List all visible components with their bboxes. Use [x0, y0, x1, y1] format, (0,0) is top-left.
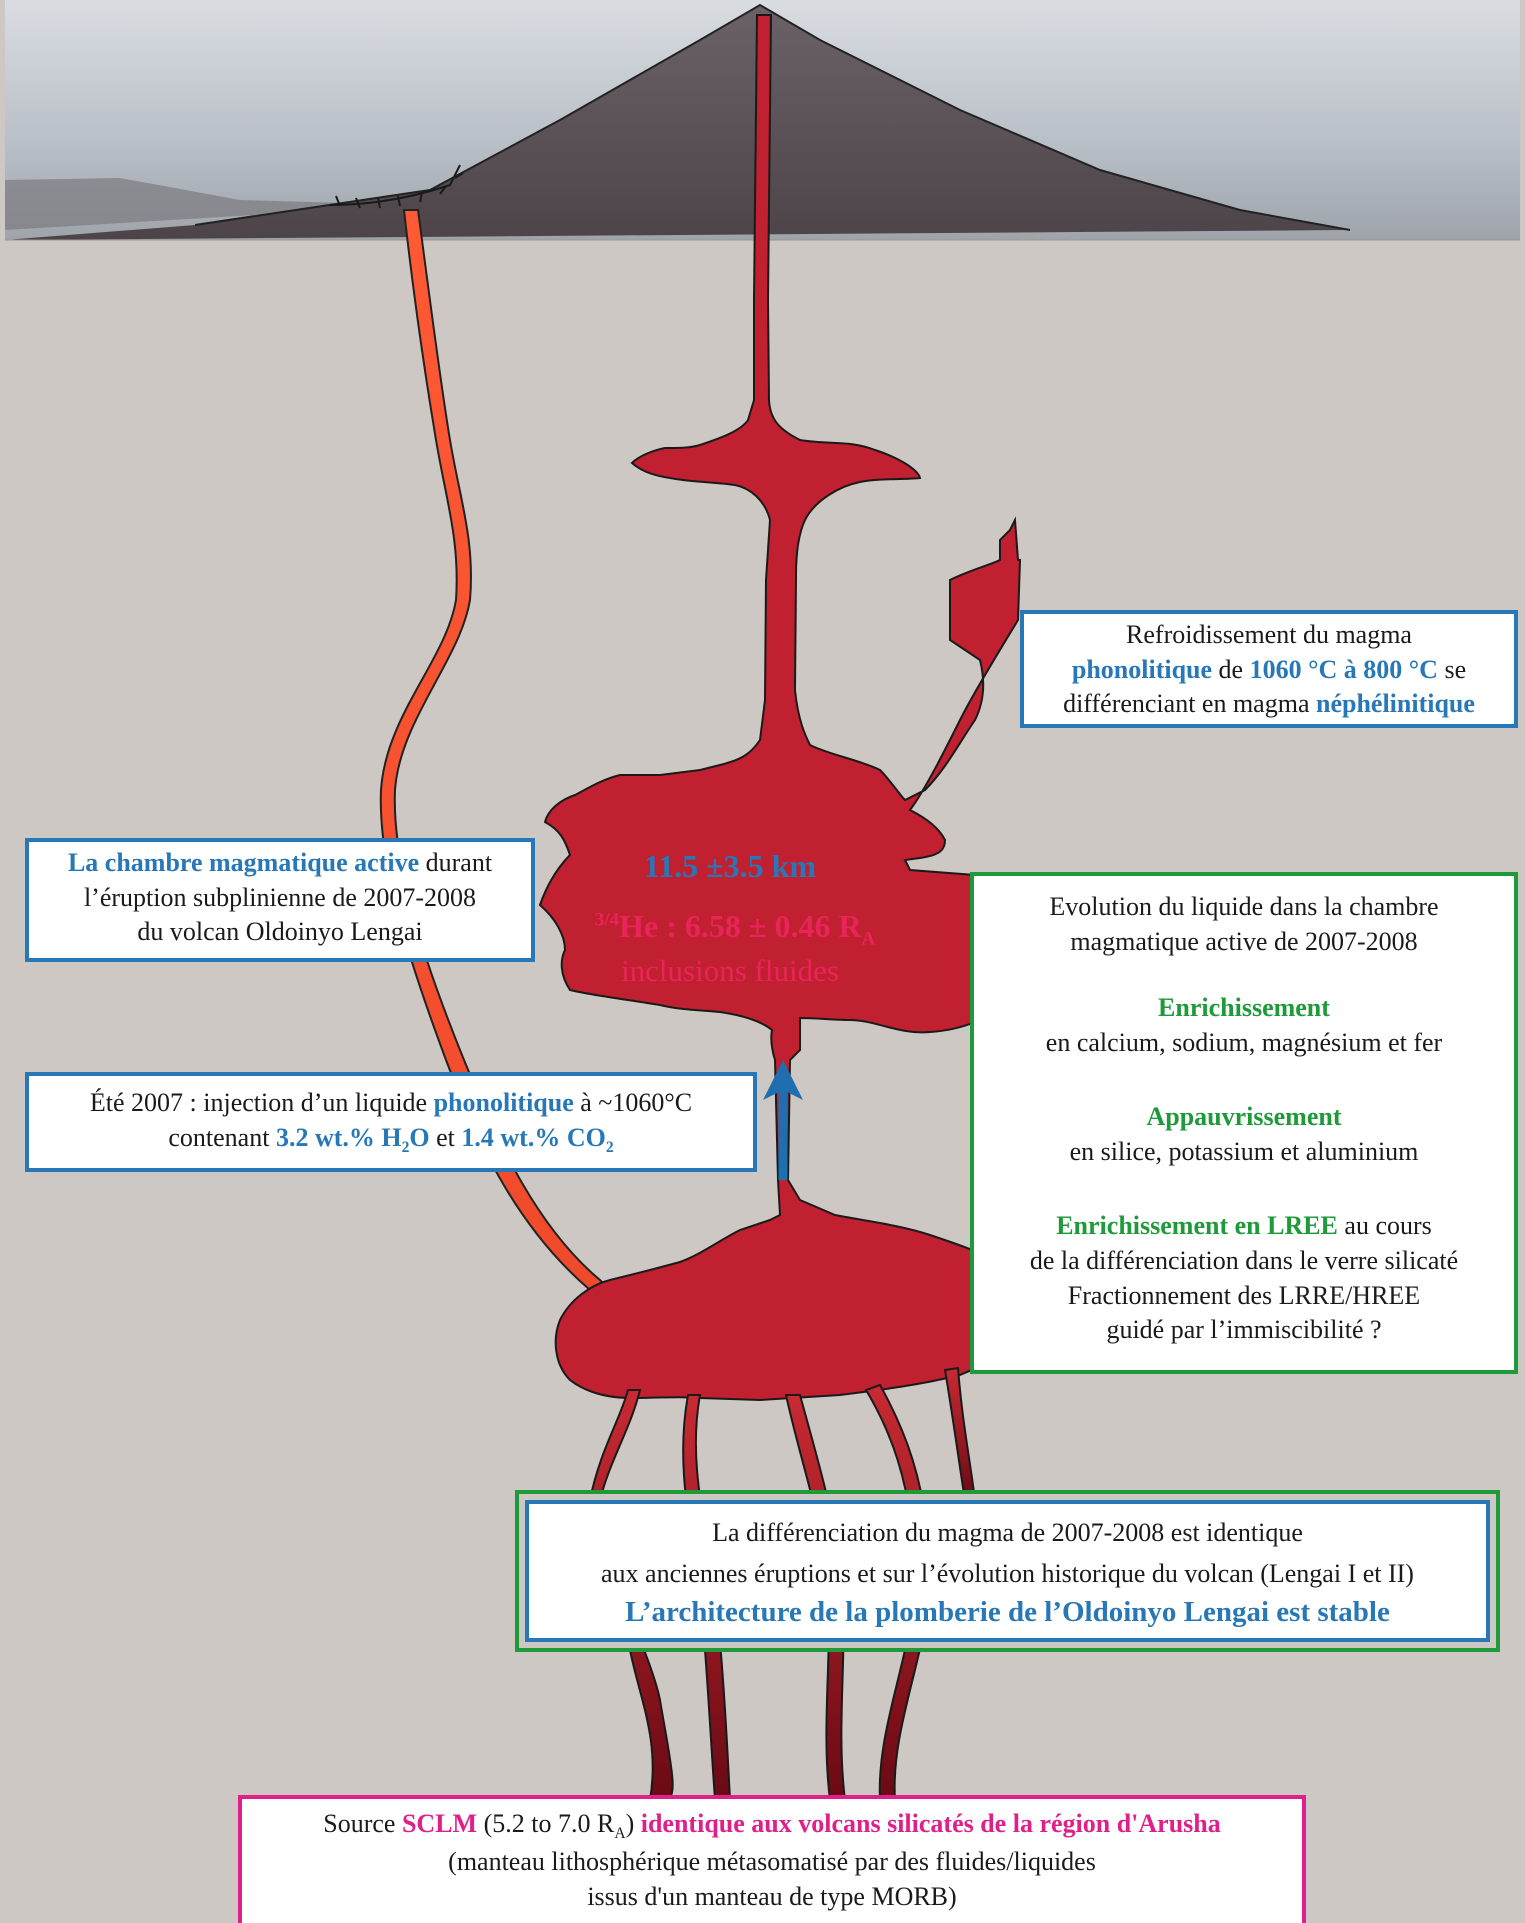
enrichment-heading: Enrichissement: [1158, 993, 1330, 1023]
word-se: se: [1437, 654, 1467, 684]
cooling-line1: Refroidissement du magma: [1126, 620, 1412, 649]
helium-isotope-prefix: 3/4: [594, 909, 620, 931]
depletion-heading: Appauvrissement: [1146, 1102, 1342, 1132]
lree-line4: guidé par l’immiscibilité ?: [1106, 1315, 1382, 1345]
volcano-silhouette: [5, 5, 1350, 240]
stability-line2: aux anciennes éruptions et sur l’évoluti…: [601, 1558, 1414, 1588]
source-word: Source: [323, 1809, 402, 1838]
et-text: et: [429, 1122, 462, 1152]
stability-box: La différenciation du magma de 2007-2008…: [515, 1490, 1500, 1652]
source-box: Source SCLM (5.2 to 7.0 RA) identique au…: [238, 1795, 1306, 1923]
ra-range-a: (5.2 to 7.0 R: [477, 1809, 615, 1838]
inclusions-text: inclusions fluides: [621, 953, 839, 988]
lree-line3: Fractionnement des LRRE/HREE: [1067, 1280, 1421, 1310]
chamber-rest: durant: [419, 848, 493, 877]
injection-box: Été 2007 : injection d’un liquide phonol…: [25, 1072, 757, 1172]
co2-sub: 2: [605, 1138, 614, 1156]
injection-line1: Été 2007 : injection d’un liquide phonol…: [29, 1086, 753, 1121]
evolution-title2: magmatique active de 2007-2008: [1070, 926, 1418, 956]
injection-prefix: Été 2007 : injection d’un liquide: [89, 1088, 434, 1117]
crater-ticks: [335, 172, 464, 209]
h2o-a: 3.2 wt.% H: [275, 1122, 402, 1152]
h2o-b: O: [409, 1122, 430, 1152]
lree-line1: Enrichissement en LREE au cours: [974, 1209, 1514, 1244]
word-de: de: [1212, 654, 1250, 684]
cooling-line3: différenciant en magma néphélinitique: [1024, 687, 1514, 722]
source-line3: issus d'un manteau de type MORB): [587, 1881, 957, 1911]
injection-line2: contenant 3.2 wt.% H2O et 1.4 wt.% CO2: [29, 1121, 753, 1159]
stability-inner: La différenciation du magma de 2007-2008…: [525, 1500, 1490, 1642]
injection-suffix: à ~1060°C: [573, 1088, 693, 1117]
horizon-outline: [194, 3, 1351, 231]
lree-heading: Enrichissement en LREE: [1056, 1211, 1338, 1241]
depletion-text: en silice, potassium et aluminium: [1069, 1136, 1419, 1166]
active-chamber-box: La chambre magmatique active durant l’ér…: [25, 838, 535, 962]
cooling-box: Refroidissement du magma phonolitique de…: [1020, 610, 1518, 728]
stability-line3: L’architecture de la plomberie de l’Oldo…: [625, 1596, 1390, 1629]
ra-range-b: ): [625, 1809, 641, 1838]
differenciant-text: différenciant en magma: [1063, 689, 1316, 719]
fluid-inclusions-label: inclusions fluides: [570, 953, 890, 989]
evolution-title1: Evolution du liquide dans la chambre: [1049, 892, 1439, 921]
chamber-line2: l’éruption subplinienne de 2007-2008: [83, 882, 477, 912]
chamber-depth-label: 11.5 ±3.5 km: [600, 848, 860, 885]
cooling-line2: phonolitique de 1060 °C à 800 °C se: [1024, 653, 1514, 688]
word-phonolitique: phonolitique: [1071, 654, 1213, 684]
h2o-sub: 2: [401, 1138, 410, 1156]
lree-line2: de la différenciation dans le verre sili…: [1029, 1246, 1459, 1276]
h2o-value: 3.2 wt.% H2O: [275, 1122, 430, 1156]
contenant-text: contenant: [168, 1122, 276, 1152]
sclm-label: SCLM: [401, 1809, 478, 1838]
temperature-range: 1060 °C à 800 °C: [1249, 654, 1438, 684]
ra-range-sub: A: [614, 1825, 626, 1843]
enrichment-text: en calcium, sodium, magnésium et fer: [1045, 1027, 1443, 1057]
chamber-bold: La chambre magmatique active: [67, 848, 420, 877]
injection-arrow: [763, 1060, 803, 1180]
co2-value: 1.4 wt.% CO2: [461, 1122, 613, 1156]
stability-line1: La différenciation du magma de 2007-2008…: [712, 1518, 1303, 1547]
injection-phonolitique: phonolitique: [433, 1088, 574, 1117]
depth-value: 11.5 ±3.5 km: [643, 848, 817, 884]
identique-text: identique aux volcans silicatés de la ré…: [640, 1809, 1221, 1838]
word-nephelinitique: néphélinitique: [1315, 689, 1475, 719]
lree-au-cours: au cours: [1337, 1211, 1432, 1241]
chamber-line1: La chambre magmatique active durant: [29, 846, 531, 881]
co2-a: 1.4 wt.% CO: [461, 1122, 606, 1152]
source-line2: (manteau lithosphérique métasomatisé par…: [448, 1846, 1096, 1876]
chamber-line3: du volcan Oldoinyo Lengai: [137, 917, 423, 947]
evolution-box: Evolution du liquide dans la chambre mag…: [970, 872, 1518, 1374]
source-line1: Source SCLM (5.2 to 7.0 RA) identique au…: [242, 1807, 1302, 1845]
helium-ratio-label: 3/4He : 6.58 ± 0.46 RA: [555, 908, 915, 950]
helium-subscript: A: [861, 928, 876, 950]
helium-value: He : 6.58 ± 0.46 R: [619, 908, 862, 944]
distant-hills: [5, 178, 420, 230]
